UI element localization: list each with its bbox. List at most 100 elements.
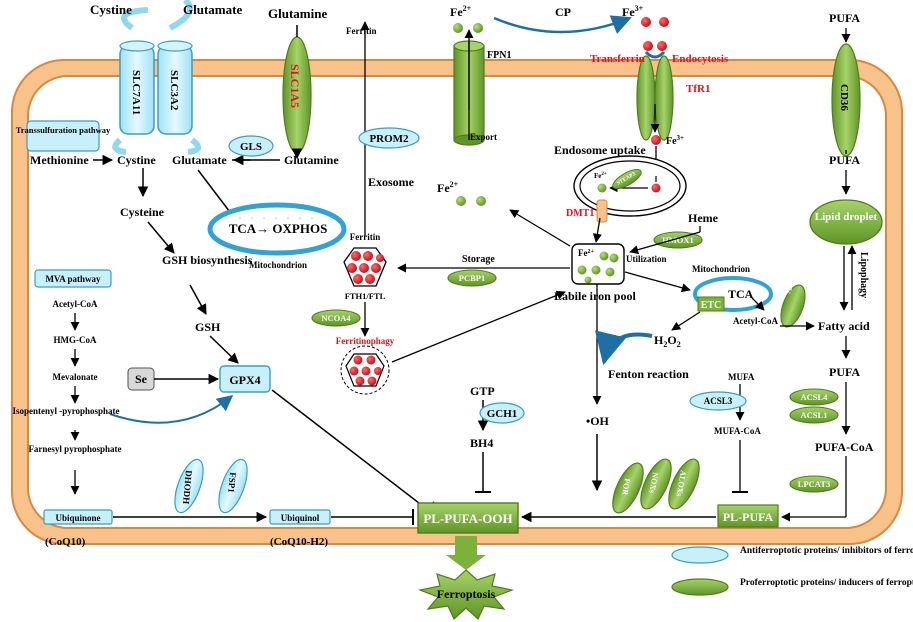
gpx4-box: GPX4	[219, 365, 271, 393]
aloxs-label: ALOXs	[674, 470, 687, 497]
por-label: POR	[620, 478, 632, 496]
fenton-label: Fenton reaction	[608, 367, 689, 381]
acsl3-label: ACSL3	[704, 396, 733, 406]
legend-anti: Antiferroptotic proteins/ inhibitors of …	[671, 546, 913, 564]
ubiquinone-box: Ubiquinone	[43, 509, 113, 525]
autophagosome	[340, 345, 390, 395]
top-glutamate: Glutamate	[183, 2, 242, 17]
fth-ftl-label: FTH1/FTL	[345, 291, 386, 301]
steap3-protein: STEAP3	[612, 168, 642, 190]
gsh-biosynthesis: GSH biosynthesis	[162, 253, 253, 267]
ferritinophagy-label: Ferritinophagy	[336, 336, 395, 346]
mva-acetyl-coa: Acetyl-CoA	[53, 299, 98, 309]
mitochondrion-left: TCA→ OXPHOS	[207, 202, 347, 256]
fe3-tf-ball-2	[657, 41, 667, 51]
hmox1-protein: HMOX1	[653, 231, 703, 249]
cp-label: CP	[555, 5, 571, 19]
prom2-label: PROM2	[369, 133, 409, 145]
acsl4-protein: ACSL4	[789, 388, 839, 406]
mva-mevalonate: Mevalonate	[53, 372, 98, 382]
tca-right: TCA	[728, 287, 754, 301]
hmox1-label: HMOX1	[662, 235, 694, 245]
ferritin-top: Ferritin	[346, 26, 377, 36]
aloxs-protein: ALOXs	[668, 458, 700, 510]
transsulfuration-box: Transsulfuration pathway	[16, 120, 111, 152]
noxs-label: NOXs	[647, 472, 659, 494]
acsl1-label: ACSL1	[801, 410, 828, 420]
mva-hmg-coa: HMG-CoA	[54, 335, 97, 345]
pufa-top: PUFA	[829, 11, 860, 25]
ncoa4-label: NCOA4	[321, 313, 351, 323]
pl-pufa-label: PL-PUFA	[723, 510, 774, 524]
ubiquinone-label: Ubiquinone	[55, 513, 100, 523]
legend-anti-text: Antiferroptotic proteins/ inhibitors of …	[740, 546, 913, 556]
acsl1-protein: ACSL1	[789, 406, 839, 424]
cd36-protein: CD36	[831, 43, 861, 157]
lipid-droplet-label: Lipid droplet	[815, 211, 878, 223]
gls-label: GLS	[240, 141, 262, 153]
mufa-coa-label: MUFA-CoA	[714, 426, 761, 436]
labile-iron-pool: Fe2+	[571, 243, 625, 285]
ubiquinol-box: Ubiquinol	[269, 509, 331, 525]
gls-box: GLS	[228, 135, 274, 157]
labile-iron-pool-label: Labile iron pool	[554, 289, 636, 303]
se-box: Se	[127, 367, 155, 391]
fe3-top-ball-2	[659, 17, 669, 27]
ferritin-label: Ferritin	[350, 232, 381, 242]
endosome-uptake-label: Endosome uptake	[554, 143, 646, 157]
exosome-label: Exosome	[368, 175, 415, 189]
legend-pro: Proferroptotic proteins/ inducers of fer…	[671, 578, 913, 596]
acsl3-protein: ACSL3	[689, 391, 747, 411]
heme-label: Heme	[688, 211, 719, 225]
pufa-inner: PUFA	[829, 153, 860, 167]
lpcat3-protein: LPCAT3	[789, 475, 839, 493]
lipid-droplet: Lipid droplet	[809, 199, 883, 245]
gpx4-label: GPX4	[229, 373, 260, 387]
prom2-protein: PROM2	[358, 127, 420, 149]
fe3-cell-ball	[651, 135, 661, 145]
pufa-coa-label: PUFA-CoA	[815, 440, 874, 454]
ubiquinol-label: Ubiquinol	[281, 513, 320, 523]
lpcat3-label: LPCAT3	[798, 479, 830, 489]
pl-pufa-ooh-label: PL-PUFA-OOH	[423, 511, 512, 526]
lipophagy-label: Lipophagy	[858, 252, 869, 298]
fsp1-label: FSP1	[226, 472, 238, 494]
top-cystine: Cystine	[90, 2, 132, 17]
fe3-tf-ball-1	[643, 41, 653, 51]
gch1-protein: GCH1	[479, 402, 525, 424]
slc3a2-label: SLC3A2	[168, 70, 180, 111]
export-label: Export	[470, 132, 497, 142]
etc-label: ETC	[701, 300, 722, 311]
se-label: Se	[135, 372, 148, 386]
lip-fe2: Fe2+	[578, 248, 595, 258]
mva-isopentenyl: Isopentenyl -pyrophosphate	[12, 406, 119, 416]
endosome: Fe2+ STEAP3	[573, 155, 687, 217]
ferroptosis-burst: Ferroptosis	[417, 569, 515, 620]
glutamine-inner: Glutamine	[284, 153, 339, 167]
tca-oxphos-label: TCA→ OXPHOS	[229, 221, 328, 236]
noxs-protein: NOXs	[640, 458, 672, 510]
top-glutamine: Glutamine	[268, 6, 327, 21]
ferroptosis-label: Ferroptosis	[437, 587, 496, 601]
dmt1-label: DMT1	[566, 208, 594, 219]
fpn1-label: FPN1	[487, 50, 511, 61]
mitochondrion-right-label: Mitochondrion	[692, 264, 750, 274]
dmt1-channel: DMT1	[566, 199, 608, 223]
ncoa4-protein: NCOA4	[311, 309, 361, 327]
cystine-inner: Cystine	[117, 153, 156, 167]
ferroptosis-arrow	[446, 536, 486, 570]
gch1-label: GCH1	[487, 408, 518, 420]
acsl4-label: ACSL4	[801, 392, 829, 402]
pl-pufa-ooh-box: PL-PUFA-OOH	[417, 502, 519, 534]
pl-pufa-box: PL-PUFA	[717, 504, 779, 528]
tfr1-label: TfR1	[686, 83, 710, 95]
pufa2-label: PUFA	[829, 365, 860, 379]
legend-pro-text: Proferroptotic proteins/ inducers of fer…	[740, 578, 913, 588]
pcbp1-label: PCBP1	[459, 273, 485, 283]
fe3-top-ball-1	[641, 17, 651, 27]
glutamate-inner: Glutamate	[172, 153, 227, 167]
fe2-top: Fe2+	[450, 4, 472, 19]
ferritin-cage	[343, 247, 387, 287]
gsh: GSH	[195, 320, 221, 334]
